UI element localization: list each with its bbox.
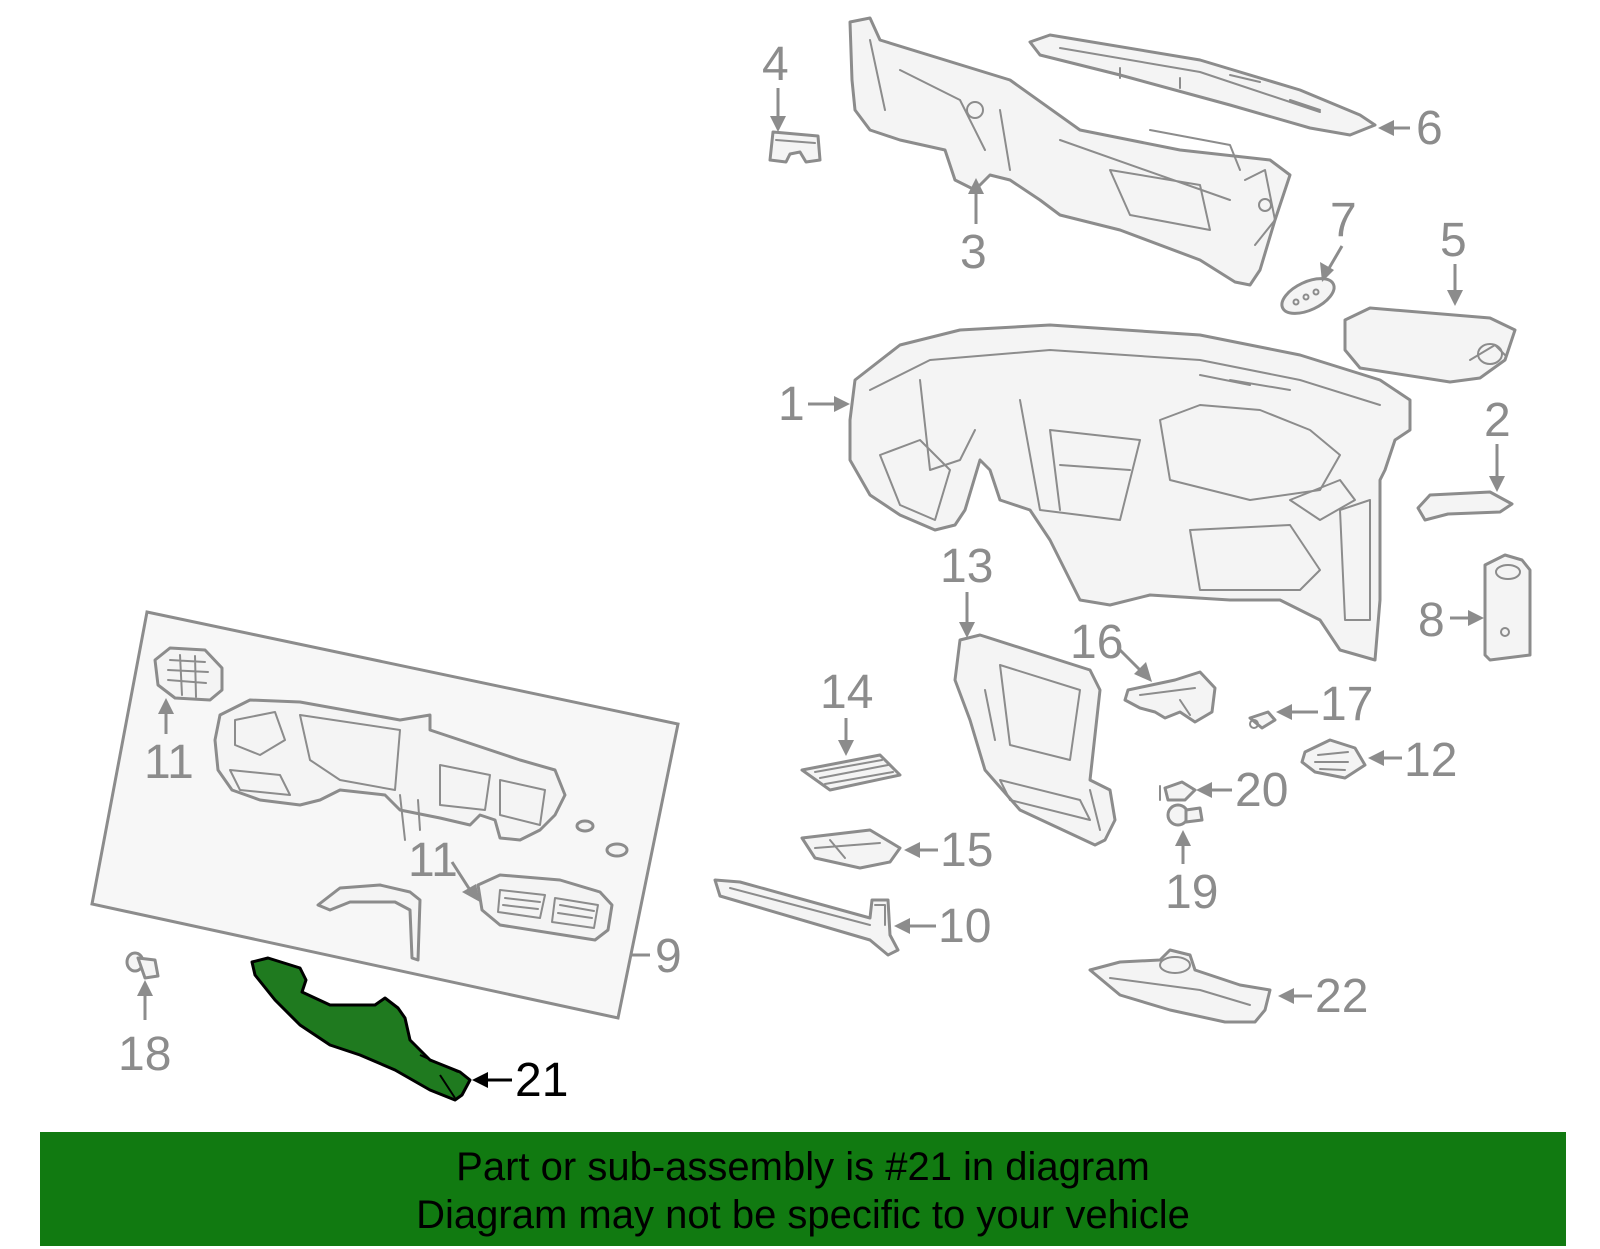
callout-2-label: 2 [1484,394,1511,447]
callout-10: 10 [894,900,991,953]
callout-5-label: 5 [1440,214,1467,267]
callout-22-label: 22 [1315,970,1368,1023]
callout-8: 8 [1418,594,1484,647]
kit-arched-trim [316,883,422,962]
callout-18: 18 [118,980,171,1081]
callout-8-label: 8 [1418,594,1445,647]
part-6-defroster-panel[interactable] [1028,33,1377,137]
part-19-push-pin[interactable] [1166,803,1204,827]
callout-20: 20 [1196,764,1288,817]
callout-19: 19 [1165,830,1218,919]
banner-line-2: Diagram may not be specific to your vehi… [416,1193,1190,1237]
part-10-support-bracket[interactable] [713,878,900,957]
callout-22: 22 [1278,970,1368,1023]
part-2-bracket[interactable] [1416,490,1514,522]
callout-4: 4 [762,38,789,132]
callout-14: 14 [820,666,873,756]
callout-9: 9 [630,930,682,983]
callout-10-label: 10 [938,900,991,953]
callout-5: 5 [1440,214,1467,306]
part-21-lower-trim-highlighted[interactable] [250,956,472,1102]
callout-18-label: 18 [118,1028,171,1081]
callout-13: 13 [940,540,993,638]
callout-2: 2 [1484,394,1511,492]
kit-clip-b [605,842,629,858]
banner-line-1: Part or sub-assembly is #21 in diagram [456,1145,1150,1189]
part-4-bracket[interactable] [768,130,822,164]
callout-9-label: 9 [655,930,682,983]
callout-11b: 11 [408,834,480,902]
kit-clip-a [575,819,595,833]
part-8-end-cap[interactable] [1483,553,1532,662]
part-14-tray-cover[interactable] [800,753,902,792]
info-banner: Part or sub-assembly is #21 in diagram D… [40,1132,1566,1246]
part-16-mounting-bracket[interactable] [1123,670,1217,724]
part-7-small-vent[interactable] [1277,271,1340,320]
callout-14-label: 14 [820,666,873,719]
callout-16: 16 [1070,616,1152,682]
part-13-center-bezel[interactable] [953,633,1117,847]
part-9-trim-kit[interactable] [90,610,680,1020]
part-20-fastener[interactable] [1159,780,1197,802]
callout-20-label: 20 [1235,764,1288,817]
part-18-push-fastener[interactable] [125,951,160,980]
callout-11a-label: 11 [144,736,194,789]
part-1-instrument-panel[interactable] [848,323,1412,662]
callout-21: 21 [472,1054,568,1107]
callout-11b-label: 11 [408,834,458,887]
callout-7: 7 [1320,194,1357,282]
callout-15: 15 [904,824,993,877]
callout-6: 6 [1378,102,1443,155]
callout-15-label: 15 [940,824,993,877]
callout-17: 17 [1276,678,1373,731]
part-17-clip[interactable] [1248,710,1277,730]
part-5-airbag-module[interactable] [1343,306,1517,384]
callout-1: 1 [778,378,850,431]
callout-12-label: 12 [1404,734,1457,787]
part-3-cross-car-beam[interactable] [848,16,1292,287]
callout-4-label: 4 [762,38,789,91]
part-15-storage-bin[interactable] [800,828,902,870]
part-12-oval-vent[interactable] [1300,738,1367,780]
kit-round-vent [153,646,224,702]
callout-1-label: 1 [778,378,805,431]
callout-16-label: 16 [1070,616,1123,669]
callout-17-label: 17 [1320,678,1373,731]
part-22-lower-trim[interactable] [1088,948,1272,1024]
callout-12: 12 [1368,734,1457,787]
callout-13-label: 13 [940,540,993,593]
callout-3-label: 3 [960,226,987,279]
kit-center-vent [476,873,614,942]
callout-11a: 11 [144,698,194,789]
kit-instrument-bezel [213,698,567,842]
callout-3: 3 [960,178,987,279]
callout-19-label: 19 [1165,866,1218,919]
callout-21-label: 21 [515,1054,568,1107]
callout-6-label: 6 [1416,102,1443,155]
callout-7-label: 7 [1330,194,1357,247]
